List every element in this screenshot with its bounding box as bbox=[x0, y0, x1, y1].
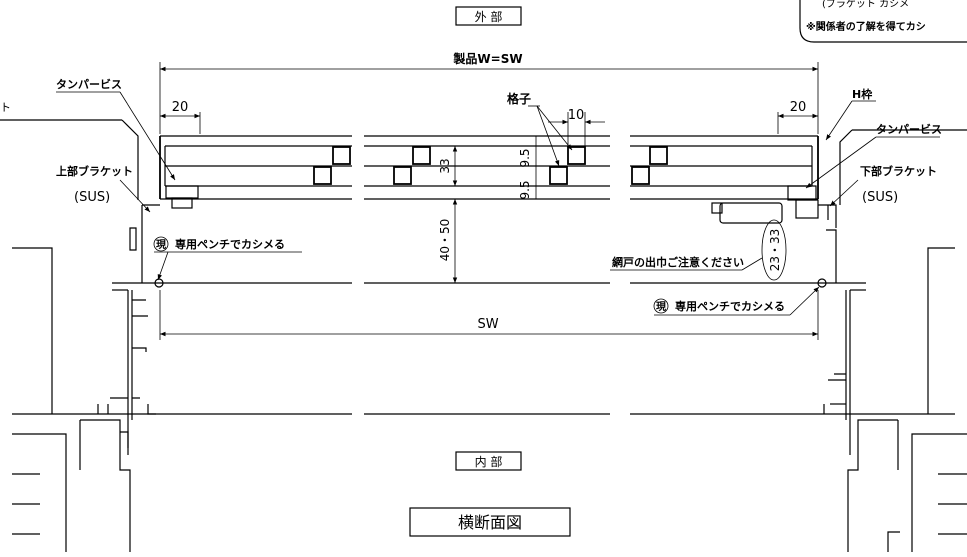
lattice-width-dimension: 10 bbox=[548, 108, 605, 146]
drawing-title-text: 横断面図 bbox=[458, 513, 522, 532]
gap-dimensions: 9.5 9.5 bbox=[518, 136, 537, 200]
left-offset-dimension: 20 bbox=[160, 100, 201, 134]
site-mark-left: 現 bbox=[156, 239, 166, 251]
depth-value: 33 bbox=[438, 158, 452, 173]
interior-label: 内 部 bbox=[455, 451, 522, 471]
tamper-screw-left-label: タンパービス bbox=[56, 77, 122, 91]
interior-label-text: 内 部 bbox=[475, 454, 503, 469]
right-bracket-assembly bbox=[711, 129, 967, 283]
lower-bracket-material: (SUS) bbox=[862, 190, 898, 205]
upper-bracket-material: (SUS) bbox=[74, 190, 110, 205]
screen-note: 網戸の出巾ご注意ください bbox=[612, 255, 744, 269]
tamper-screw-right-label: タンパービス bbox=[876, 122, 942, 136]
site-mark-right: 現 bbox=[656, 301, 666, 313]
note-top-line: (ブラケット カシメ bbox=[822, 0, 909, 10]
exterior-label-text: 外 部 bbox=[475, 9, 503, 24]
sw-dimension: SW bbox=[159, 290, 819, 340]
left-offset-value: 20 bbox=[172, 100, 189, 115]
right-offset-dimension: 20 bbox=[777, 100, 818, 134]
left-bracket-assembly bbox=[0, 119, 199, 283]
note-box: (ブラケット カシメ ※関係者の了解を得てカシ bbox=[799, 0, 967, 43]
product-width-dimension: 製品W=SW bbox=[159, 51, 819, 134]
crimp-note-right: 専用ペンチでカシメる bbox=[675, 299, 785, 313]
product-width-label: 製品W=SW bbox=[452, 51, 522, 66]
panel-lines bbox=[159, 135, 819, 200]
lattice-label: 格子 bbox=[507, 91, 531, 106]
exterior-label: 外 部 bbox=[455, 6, 522, 26]
projection-value: 40・50 bbox=[438, 219, 452, 262]
left-edge-label: ト bbox=[0, 101, 11, 114]
lattice-width-value: 10 bbox=[568, 108, 585, 123]
screen-projection-value: 23・33 bbox=[768, 229, 782, 272]
gap-upper-value: 9.5 bbox=[518, 148, 532, 167]
left-callouts: タンパービス ト 上部ブラケット (SUS) 現 専用ペンチでカシメる bbox=[0, 77, 302, 281]
note-bottom-line: ※関係者の了解を得てカシ bbox=[806, 20, 926, 33]
drawing-title: 横断面図 bbox=[409, 507, 571, 537]
sw-label: SW bbox=[477, 317, 498, 332]
right-window-frame bbox=[823, 247, 967, 552]
lattice-callout: 格子 bbox=[507, 91, 573, 167]
depth-dimension: 33 bbox=[438, 146, 458, 186]
right-crimp-point bbox=[817, 278, 827, 288]
gap-lower-value: 9.5 bbox=[518, 180, 532, 199]
upper-bracket-label: 上部ブラケット bbox=[56, 164, 133, 178]
lower-bracket-label: 下部ブラケット bbox=[860, 164, 937, 178]
right-callouts: H枠 タンパービス 下部ブラケット (SUS) 23・33 網戸の出巾ご注意くだ… bbox=[610, 87, 942, 316]
screen-frame bbox=[112, 278, 866, 291]
right-offset-value: 20 bbox=[790, 100, 807, 115]
crimp-note-left: 専用ペンチでカシメる bbox=[175, 237, 285, 251]
projection-dimension: 40・50 bbox=[438, 199, 458, 283]
h-frame-label: H枠 bbox=[852, 87, 872, 101]
lattice-bars bbox=[313, 146, 668, 185]
left-window-frame bbox=[12, 247, 955, 552]
